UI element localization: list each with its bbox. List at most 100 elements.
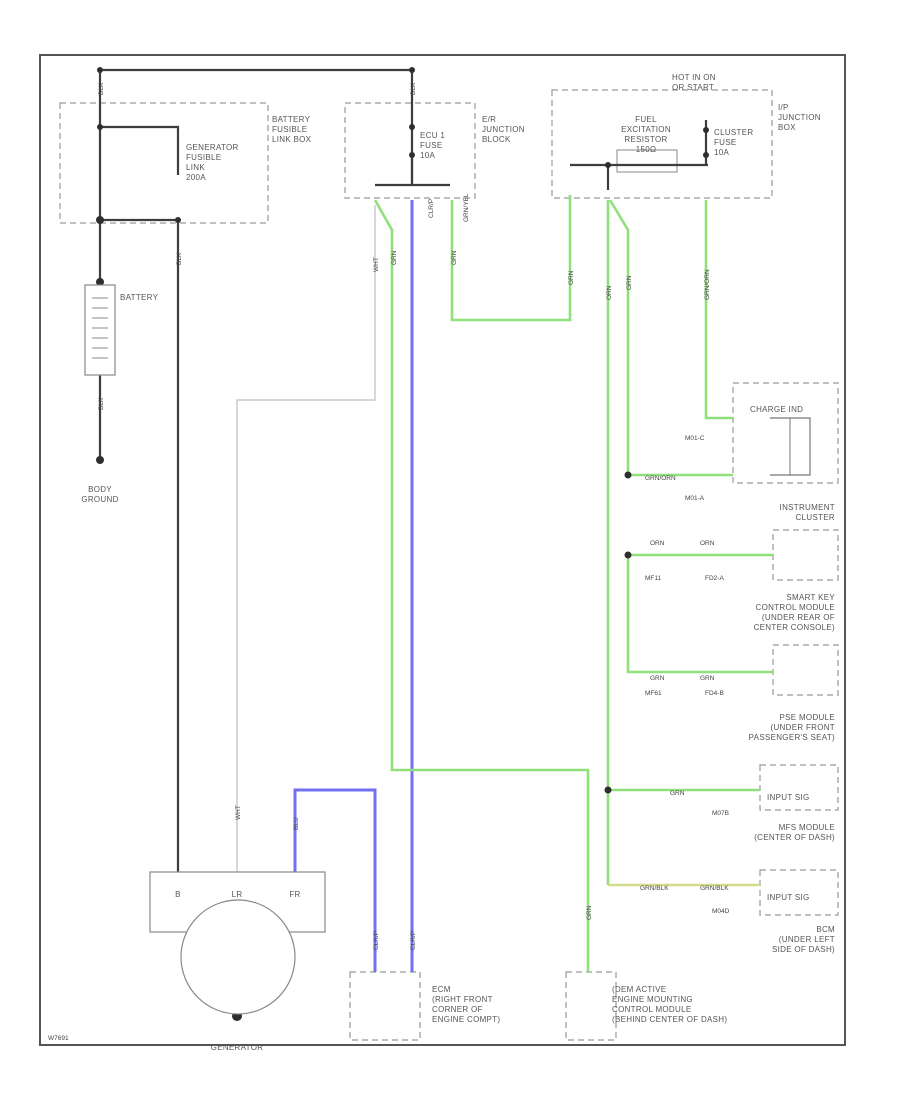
wire-label-grn-6: GRN — [391, 250, 398, 265]
wire-label-grn-8: GRN — [451, 250, 458, 265]
label-bcm-line-0: BCM — [816, 925, 835, 934]
gen-terminal-fr: FR — [289, 890, 300, 899]
label-ip-junction-box-line-0: I/P — [778, 103, 789, 112]
wire-label-h-orn-2: ORN — [700, 540, 715, 547]
label-cluster-fuse-line-1: FUSE — [714, 138, 737, 147]
dem-box — [565, 971, 617, 1041]
gen-terminal-lr: LR — [232, 890, 243, 899]
label-hot-in-on-line-0: HOT IN ON — [672, 73, 716, 82]
battery-fusible-link-box — [59, 102, 269, 224]
wire-label-blu-14: BLU — [293, 817, 300, 830]
connector-code-FD2-A: FD2-A — [705, 575, 724, 582]
label-fuel-excitation-resistor-line-2: RESISTOR — [624, 135, 667, 144]
label-mfs-module-line-0: MFS MODULE — [779, 823, 835, 832]
connector-code-MF61: MF61 — [645, 690, 662, 697]
wire-label-h-grnblk-7: GRN/BLK — [700, 885, 729, 892]
label-generator-fusible-link-line-0: GENERATOR — [186, 143, 239, 152]
wire-label-grnorn-13: GRN/ORN — [704, 269, 711, 300]
label-body-ground-line-0: BODY — [88, 485, 112, 494]
pse-connector — [759, 764, 839, 811]
label-input-sig-bcm: INPUT SIG — [767, 893, 810, 902]
label-hot-in-on-line-1: OR START — [672, 83, 714, 92]
label-generator-fusible-link-line-3: 200A — [186, 173, 206, 182]
wire-grn-charge — [608, 199, 630, 475]
label-ip-junction-box-line-1: JUNCTION — [778, 113, 821, 122]
connector-code-M01-C: M01-C — [685, 435, 705, 442]
wire-label-clrp-7: CLR/P — [428, 199, 435, 218]
wire-label-wht-5: WHT — [235, 805, 242, 820]
ip-junction-box — [551, 89, 773, 199]
label-dem-line-3: (BEHIND CENTER OF DASH) — [612, 1015, 727, 1024]
label-smart-key-module-line-3: CENTER CONSOLE) — [754, 623, 835, 632]
wire-label-h-grn-5: GRN — [670, 790, 685, 797]
label-generator: GENERATOR — [211, 1043, 264, 1052]
connector-code-M01-A: M01-A — [685, 495, 705, 502]
label-fuel-excitation-resistor-line-0: FUEL — [635, 115, 657, 124]
connector-code-M07B: M07B — [712, 810, 729, 817]
wire-wht-lr — [236, 205, 376, 872]
resistor-symbol — [616, 149, 678, 173]
wire-label-grn-17: GRN — [586, 905, 593, 920]
connector-code-FD4-B: FD4-B — [705, 690, 724, 697]
wire-label-blk-3: BLK — [98, 397, 105, 410]
wire-label-orn-11: ORN — [606, 285, 613, 300]
label-er-junction-block-line-1: JUNCTION — [482, 125, 525, 134]
label-generator-fusible-link-line-1: FUSIBLE — [186, 153, 221, 162]
wire-label-h-grnblk-6: GRN/BLK — [640, 885, 669, 892]
label-fuel-excitation-resistor-line-3: 150Ω — [636, 145, 657, 154]
label-battery: BATTERY — [120, 293, 159, 302]
label-dem-line-2: CONTROL MODULE — [612, 1005, 691, 1014]
label-instrument-cluster-line-0: INSTRUMENT — [780, 503, 835, 512]
wire-label-h-grnorn-0: GRN/ORN — [645, 475, 676, 482]
label-ecu-fuse-line-2: 10A — [420, 151, 435, 160]
label-ecu-fuse-line-1: FUSE — [420, 141, 443, 150]
label-bcm-line-2: SIDE OF DASH) — [772, 945, 835, 954]
label-battery-fusible-link-box-line-0: BATTERY — [272, 115, 311, 124]
label-bcm-line-1: (UNDER LEFT — [779, 935, 835, 944]
label-body-ground-line-1: GROUND — [81, 495, 118, 504]
battery-icon — [84, 284, 116, 376]
label-ecm-line-0: ECM — [432, 985, 451, 994]
connector-code-M04D: M04D — [712, 908, 730, 915]
diagram-frame — [39, 54, 846, 1046]
label-battery-fusible-link-box-line-2: LINK BOX — [272, 135, 312, 144]
instrument-cluster-box — [732, 382, 839, 484]
wire-label-grn-10: GRN — [568, 270, 575, 285]
connector-code-MF11: MF11 — [645, 575, 662, 582]
label-er-junction-block-line-0: E/R — [482, 115, 496, 124]
label-pse-module-line-0: PSE MODULE — [780, 713, 835, 722]
smart-key-connector — [772, 644, 839, 696]
label-cluster-fuse-line-0: CLUSTER — [714, 128, 753, 137]
wire-label-clrp-15: CLR/P — [373, 931, 380, 950]
gen-terminal-b: B — [175, 890, 181, 899]
wire-label-h-grn-3: GRN — [650, 675, 665, 682]
wire-label-h-orn-1: ORN — [650, 540, 665, 547]
mfs-connector — [759, 869, 839, 916]
label-instrument-cluster-line-1: CLUSTER — [796, 513, 835, 522]
label-battery-fusible-link-box-line-1: FUSIBLE — [272, 125, 307, 134]
wire-grn-cluster — [704, 200, 733, 420]
wire-label-blk-0: BLK — [98, 82, 105, 95]
ecm-box — [349, 971, 421, 1041]
label-generator-fusible-link-line-2: LINK — [186, 163, 205, 172]
wire-label-wht-4: WHT — [373, 257, 380, 272]
label-er-junction-block-line-2: BLOCK — [482, 135, 511, 144]
wire-label-grnyel-9: GRN/YEL — [463, 193, 470, 222]
wire-label-blk-1: BLK — [410, 82, 417, 95]
wire-blk-gen-link — [100, 125, 180, 175]
label-ecm-line-2: CORNER OF — [432, 1005, 483, 1014]
label-input-sig-pse: INPUT SIG — [767, 793, 810, 802]
label-cluster-fuse-line-2: 10A — [714, 148, 729, 157]
label-ecm-line-3: ENGINE COMPT) — [432, 1015, 500, 1024]
label-dem-line-0: (DEM ACTIVE — [612, 985, 666, 994]
label-pse-module-line-2: PASSENGER'S SEAT) — [749, 733, 835, 742]
label-ecm-line-1: (RIGHT FRONT — [432, 995, 493, 1004]
wire-label-blk-2: BLK — [176, 252, 183, 265]
generator-icon — [180, 899, 296, 1015]
wire-grn-loop — [450, 195, 572, 322]
label-ip-junction-box-line-2: BOX — [778, 123, 796, 132]
label-ecu-fuse-line-0: ECU 1 — [420, 131, 445, 140]
wire-grn-dem — [373, 199, 590, 972]
wire-label-grn-12: GRN — [626, 275, 633, 290]
instrument-cluster-connector — [772, 529, 839, 581]
